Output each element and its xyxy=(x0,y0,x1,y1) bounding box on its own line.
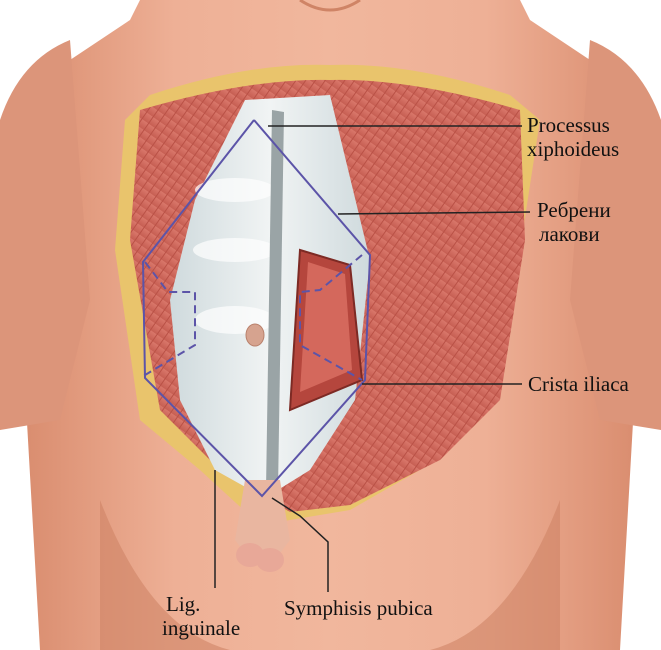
label-line: Lig. xyxy=(162,592,240,616)
label-symphisis-pubica: Symphisis pubica xyxy=(284,596,433,620)
label-line: inguinale xyxy=(162,616,240,640)
pubic-region xyxy=(235,480,290,572)
label-rebreni-lakovi: Ребрени лакови xyxy=(537,198,611,246)
label-line: Ребрени xyxy=(537,198,611,222)
label-line: Processus xyxy=(527,113,619,137)
label-crista-iliaca: Crista iliaca xyxy=(528,372,629,396)
label-line: лакови xyxy=(537,222,611,246)
label-processus-xiphoideus: Processus xiphoideus xyxy=(527,113,619,161)
label-line: xiphoideus xyxy=(527,137,619,161)
umbilicus xyxy=(246,324,264,346)
label-lig-inguinale: Lig. inguinale xyxy=(162,592,240,640)
